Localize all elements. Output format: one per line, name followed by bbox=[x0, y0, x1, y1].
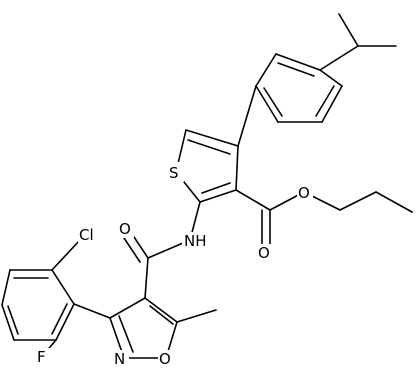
bond bbox=[144, 297, 178, 323]
fluorine-atom: F bbox=[36, 348, 50, 366]
bond bbox=[144, 257, 149, 299]
isoxazole-oxygen-atom: O bbox=[158, 350, 174, 368]
bond bbox=[375, 191, 413, 213]
bond bbox=[319, 45, 359, 71]
nh-atom: NH bbox=[182, 232, 212, 250]
bond bbox=[275, 53, 321, 71]
nh-label: NH bbox=[184, 232, 207, 250]
bond bbox=[235, 189, 271, 211]
ester-oxygen-label: O bbox=[298, 184, 310, 202]
bond bbox=[185, 129, 239, 147]
bond bbox=[149, 305, 174, 325]
amide-oxygen-label: O bbox=[119, 220, 131, 238]
bond bbox=[187, 139, 231, 155]
ester-oxygen-atom: O bbox=[297, 184, 313, 202]
isoxazole-oxygen-label: O bbox=[159, 350, 171, 368]
bond bbox=[339, 191, 377, 211]
bond bbox=[1, 304, 15, 341]
chlorine-atom: Cl bbox=[78, 226, 100, 244]
bond bbox=[7, 305, 19, 335]
bond bbox=[277, 62, 315, 77]
bond bbox=[255, 53, 277, 87]
bond bbox=[255, 85, 279, 123]
bond bbox=[73, 303, 111, 319]
bond bbox=[176, 309, 217, 323]
bond bbox=[201, 182, 231, 194]
isoxazole-nitrogen-atom: N bbox=[113, 350, 129, 368]
bond bbox=[1, 269, 11, 306]
sulfur-label: S bbox=[169, 164, 179, 182]
bond bbox=[109, 297, 146, 319]
isoxazole-nitrogen-label: N bbox=[114, 350, 125, 368]
ester-carbonyl-oxygen-label: O bbox=[258, 244, 270, 262]
fluorine-label: F bbox=[37, 348, 46, 366]
bond bbox=[51, 303, 68, 335]
bond bbox=[263, 87, 283, 117]
bond bbox=[118, 315, 134, 353]
bond bbox=[321, 85, 343, 123]
chlorine-label: Cl bbox=[79, 226, 94, 244]
sulfur-atom: S bbox=[168, 162, 184, 182]
ester-carbonyl-oxygen-atom: O bbox=[257, 244, 273, 262]
bond bbox=[51, 239, 81, 271]
bond-layer bbox=[1, 13, 413, 359]
bond bbox=[338, 13, 359, 47]
bond bbox=[55, 303, 75, 341]
bond bbox=[51, 269, 75, 305]
bond bbox=[235, 145, 239, 191]
bond bbox=[237, 85, 257, 147]
bond bbox=[199, 189, 237, 203]
amide-oxygen-atom: O bbox=[118, 220, 134, 238]
atom-label-layer: S NH O O O N O Cl bbox=[36, 162, 313, 368]
bond bbox=[319, 69, 343, 87]
bond bbox=[315, 85, 335, 117]
